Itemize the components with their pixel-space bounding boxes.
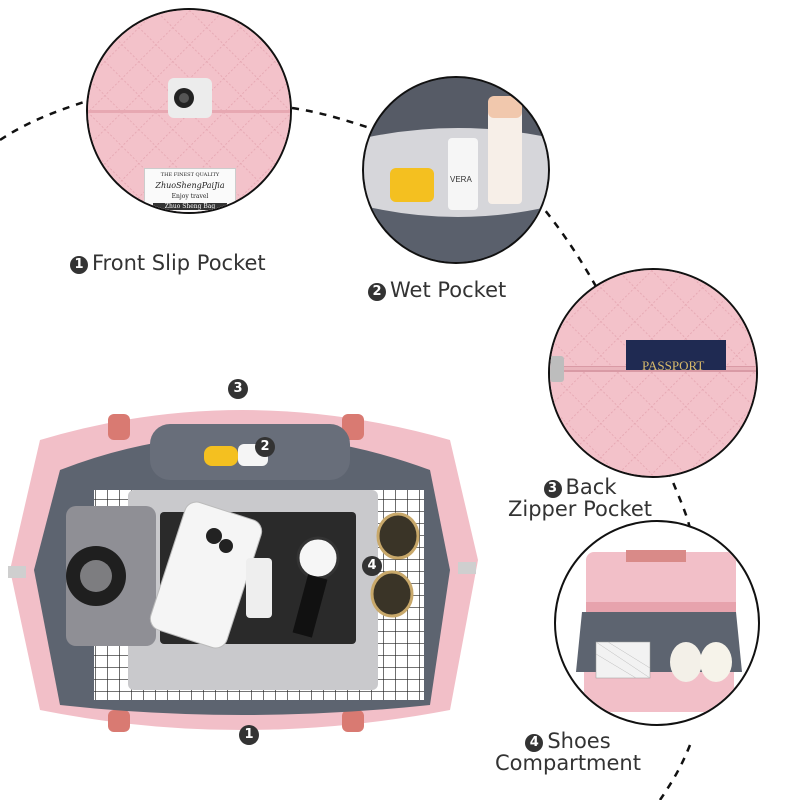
back-zipper-pocket-circle: PASSPORT <box>548 268 758 478</box>
quilt-pattern-back <box>550 270 756 476</box>
passport <box>626 340 726 370</box>
bag-marker-1: 1 <box>239 725 259 745</box>
feature-text-4-line1: Shoes <box>547 729 611 753</box>
passport-text: PASSPORT <box>642 358 705 373</box>
wet-pocket-illustration: VERA <box>364 78 548 262</box>
bag-marker-4: 4 <box>362 556 382 576</box>
handle-left <box>108 414 130 440</box>
feature-text-4-line2: Compartment <box>495 751 641 776</box>
white-bottle <box>448 138 478 210</box>
bottle-label: VERA <box>450 175 472 184</box>
bag-marker-3: 3 <box>228 379 248 399</box>
feature-number-2: 2 <box>368 283 386 301</box>
shoes-compartment-circle <box>554 520 760 726</box>
watch <box>296 536 340 580</box>
sunglasses <box>376 512 420 560</box>
feature-text-2: Wet Pocket <box>390 278 507 302</box>
brand-tag-line1: THE FINEST QUALITY <box>160 172 220 178</box>
phone <box>149 501 263 649</box>
feature-number-4: 4 <box>525 734 544 752</box>
front-slip-pocket-circle: THE FINEST QUALITY ZhuoShengPaiJia Enjoy… <box>86 8 292 214</box>
yellow-bottle <box>390 168 434 202</box>
brand-tag-line2: ZhuoShengPaiJia <box>155 181 225 190</box>
feature-number-1: 1 <box>70 256 88 274</box>
wet-pocket-circle: VERA <box>362 76 550 264</box>
shoe-left <box>670 642 702 682</box>
open-bag-illustration <box>8 410 478 732</box>
brand-tag: THE FINEST QUALITY ZhuoShengPaiJia Enjoy… <box>144 168 236 212</box>
connector-1-2 <box>291 106 371 130</box>
connector-4-end <box>658 744 692 800</box>
feature-number-3: 3 <box>543 480 562 498</box>
feature-text-3-line1: Back <box>565 475 617 499</box>
tall-bottle <box>488 100 522 204</box>
shoe-right <box>700 642 732 682</box>
bag-marker-2: 2 <box>255 437 275 457</box>
brand-tag-line4: Zhuo Sheng Bag <box>153 203 227 210</box>
connector-1 <box>0 98 91 142</box>
handle-right <box>342 414 364 440</box>
feature-text-3-line2: Zipper Pocket <box>508 497 652 522</box>
brand-tag-line3: Enjoy travel <box>171 193 209 200</box>
combination-lock <box>246 558 272 618</box>
shoes-compartment-illustration <box>576 550 742 712</box>
feature-text-1: Front Slip Pocket <box>92 251 266 275</box>
zipper-pull <box>550 356 564 382</box>
